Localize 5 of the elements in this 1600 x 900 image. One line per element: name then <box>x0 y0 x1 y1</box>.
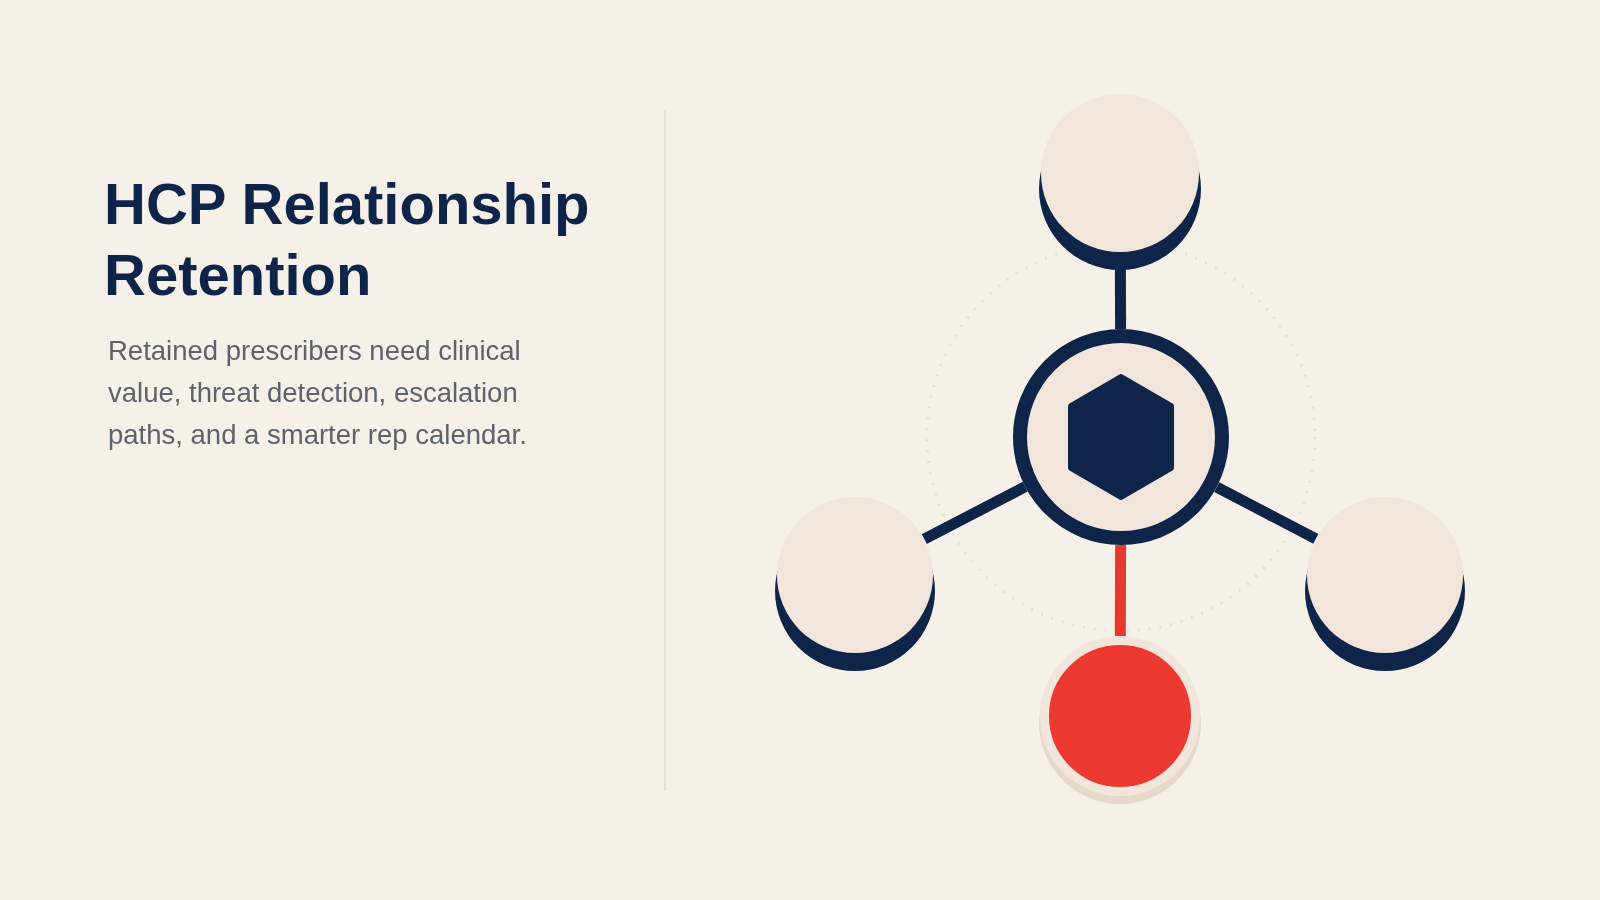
connector-line <box>1214 482 1319 544</box>
connector-line <box>921 481 1028 544</box>
title: HCP Relationship Retention <box>104 170 591 309</box>
description-text: Retained prescribers need clinical value, threat detection, escalation paths, and a smarter rep calendar. <box>108 334 528 452</box>
connector-line <box>1114 545 1127 636</box>
